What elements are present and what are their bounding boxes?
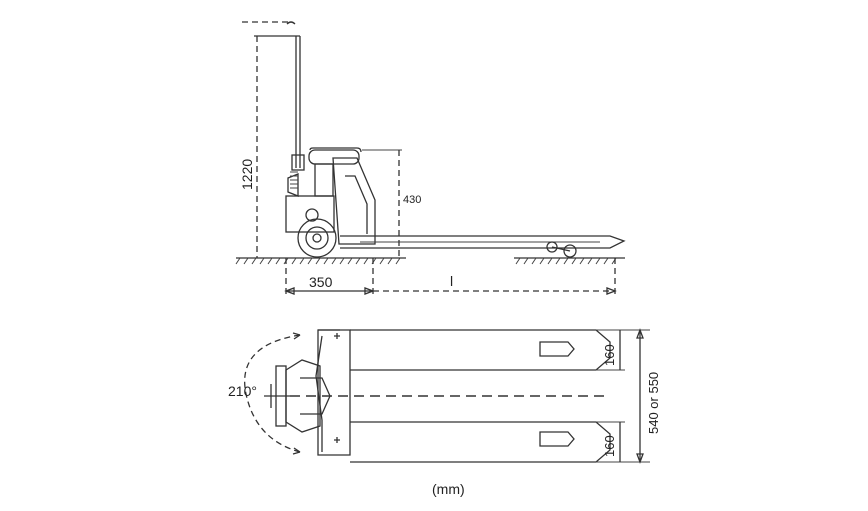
fork-width-bottom-label: 160 xyxy=(602,435,617,457)
fork-top xyxy=(290,329,611,463)
steering-assembly xyxy=(264,359,321,433)
chassis xyxy=(300,329,351,456)
fork-height-label: 430 xyxy=(403,194,421,206)
height-label: 1220 xyxy=(239,159,255,190)
handle xyxy=(242,21,305,171)
overall-width-label: 540 or 550 xyxy=(646,372,661,434)
fork-width-top-label: 160 xyxy=(602,344,617,366)
side-view: 1220 430 350 l xyxy=(235,21,626,298)
pump-body xyxy=(285,147,376,245)
top-view: 210° xyxy=(228,328,661,464)
overall-width-dimension: 540 or 550 xyxy=(636,328,661,464)
fork-width-dimensions: 160 160 xyxy=(596,329,650,463)
angle-label: 210° xyxy=(228,383,257,399)
units-label: (mm) xyxy=(432,481,465,497)
fork-height-dimension: 430 xyxy=(362,149,421,258)
wheel-offset-label: 350 xyxy=(309,274,333,290)
length-label: l xyxy=(450,273,453,289)
fork-side xyxy=(340,235,626,258)
ground-line xyxy=(235,257,625,265)
steering-wheel xyxy=(297,218,337,258)
length-dimensions: 350 l xyxy=(284,258,617,298)
steering-arc: 210° xyxy=(228,332,301,455)
height-dimension: 1220 xyxy=(239,36,258,258)
